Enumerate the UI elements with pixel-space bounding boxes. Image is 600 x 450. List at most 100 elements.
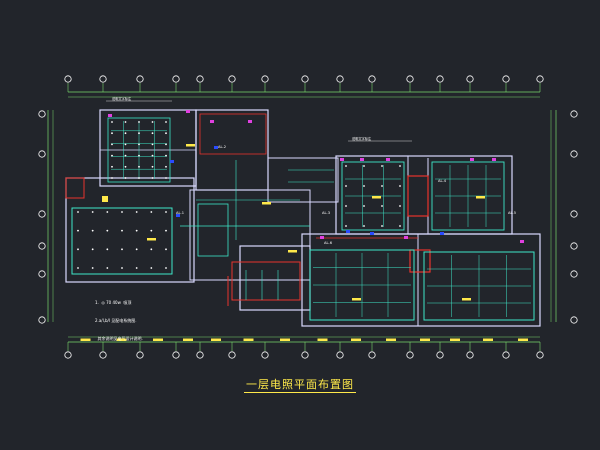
light-fixture	[399, 185, 401, 187]
dimension-text	[483, 338, 493, 341]
axis-bubble-top	[466, 75, 474, 83]
axis-bubble-right	[570, 110, 578, 118]
light-fixture	[345, 165, 347, 167]
light-fixture	[150, 229, 153, 232]
switch-marker	[404, 236, 408, 239]
panel-label-al1: AL-1	[176, 211, 184, 215]
red-room-outline	[231, 261, 301, 301]
circuit-room-right-1	[341, 161, 405, 231]
axis-bubble-top	[301, 75, 309, 83]
light-fixture	[381, 225, 383, 227]
light-fixture	[124, 132, 127, 135]
circuit-room-lower-2	[423, 251, 535, 321]
axis-bubble-right	[570, 316, 578, 324]
axis-bubble-right	[570, 210, 578, 218]
switch-marker	[386, 158, 390, 161]
light-fixture	[165, 177, 167, 179]
distribution-box	[462, 298, 471, 301]
axis-bubble-left	[38, 110, 46, 118]
axis-bubble-bottom	[99, 351, 107, 359]
light-fixture	[91, 248, 94, 251]
axis-bubble-bottom	[368, 351, 376, 359]
light-fixture	[165, 229, 167, 232]
distribution-box	[288, 250, 297, 253]
wall-center-core	[189, 189, 311, 281]
axis-bubble-right	[570, 150, 578, 158]
light-fixture	[121, 267, 123, 269]
light-fixture	[151, 121, 154, 123]
light-fixture	[165, 132, 167, 135]
light-fixture	[124, 177, 127, 179]
light-fixture	[77, 211, 79, 213]
red-shaft	[409, 249, 431, 273]
light-fixture	[151, 143, 154, 146]
light-fixture	[151, 154, 154, 157]
panel-marker	[370, 232, 374, 235]
axis-bubble-bottom	[436, 351, 444, 359]
axis-bubble-left	[38, 270, 46, 278]
drawing-title: 一层电照平面布置图	[0, 376, 600, 393]
wall-stair-block	[195, 109, 269, 191]
axis-bubble-left	[38, 150, 46, 158]
dimension-text	[420, 338, 430, 341]
axis-bubble-bottom	[336, 351, 344, 359]
circuit-room-large	[71, 207, 173, 275]
circuit-room-upper	[107, 117, 171, 183]
light-fixture	[138, 165, 140, 168]
dimension-text	[243, 338, 254, 341]
light-fixture	[381, 185, 383, 187]
panel-marker	[170, 160, 174, 163]
light-fixture	[138, 177, 140, 179]
light-fixture	[151, 177, 154, 179]
light-fixture	[124, 143, 127, 146]
axis-bubble-top	[368, 75, 376, 83]
leader-label: 说明文字标注	[352, 136, 372, 141]
light-fixture	[91, 267, 94, 269]
wall-right-upper	[335, 155, 513, 235]
light-fixture	[121, 248, 123, 251]
dimension-text	[183, 338, 193, 341]
light-fixture	[381, 205, 383, 207]
axis-bubble-bottom	[502, 351, 510, 359]
light-fixture	[345, 225, 347, 227]
axis-bubble-bottom	[172, 351, 180, 359]
light-fixture	[135, 267, 138, 269]
axis-bubble-top	[99, 75, 107, 83]
axis-bubble-left	[38, 242, 46, 250]
stair-red-outline	[199, 113, 267, 155]
distribution-box	[352, 298, 361, 301]
distribution-box	[147, 238, 156, 241]
design-notes: 1. ◎ 70 40w 吸顶 2.a/l,b/l 见配电系统图. 其余说明见电气…	[95, 288, 143, 354]
axis-bubble-right	[570, 242, 578, 250]
distribution-box	[476, 196, 485, 199]
light-fixture	[77, 248, 79, 251]
light-fixture	[111, 177, 113, 179]
axis-bubble-top	[536, 75, 544, 83]
wall-left-wing	[65, 177, 195, 283]
wall-corridor-room	[267, 157, 339, 203]
axis-bubble-top	[336, 75, 344, 83]
light-fixture	[111, 132, 113, 135]
light-fixture	[124, 154, 127, 157]
dimension-text	[317, 338, 328, 341]
light-fixture	[77, 267, 79, 269]
distribution-box	[262, 202, 271, 205]
axis-bubble-bottom	[301, 351, 309, 359]
light-fixture	[165, 211, 167, 213]
dimension-text	[386, 338, 396, 341]
panel-label-al6: AL-6	[324, 241, 333, 245]
panel-marker	[346, 230, 350, 233]
light-fixture	[151, 132, 154, 135]
light-fixture	[77, 229, 79, 232]
light-fixture	[91, 229, 94, 232]
axis-bubble-bottom	[466, 351, 474, 359]
switch-marker	[492, 158, 496, 161]
light-fixture	[106, 267, 109, 269]
light-fixture	[138, 132, 140, 135]
light-fixture	[106, 229, 109, 232]
axis-bubble-left	[38, 316, 46, 324]
panel-label-al4: AL-4	[438, 179, 447, 183]
light-fixture	[363, 185, 365, 187]
circuit-room-right-2	[431, 161, 505, 231]
